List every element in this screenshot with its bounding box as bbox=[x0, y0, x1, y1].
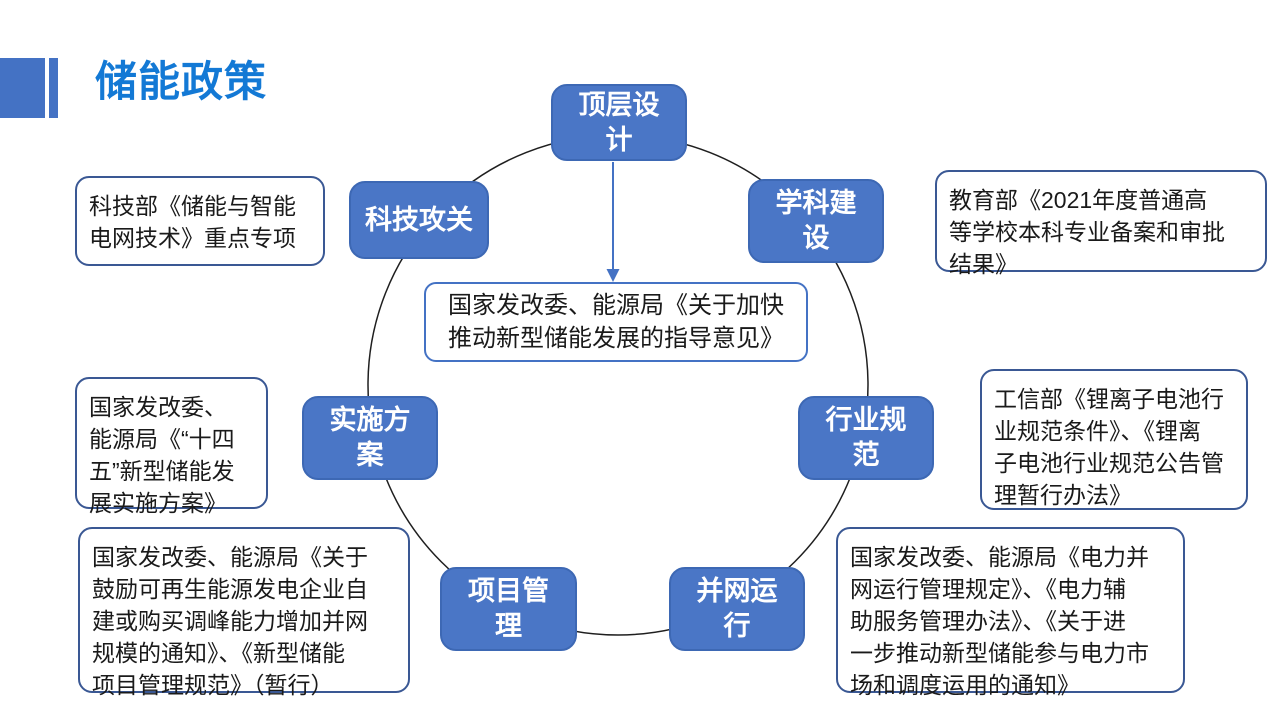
node-implementation: 实施方 案 bbox=[302, 396, 438, 480]
node-industry-standard: 行业规 范 bbox=[798, 396, 934, 480]
node-tech-research: 科技攻关 bbox=[349, 181, 489, 259]
accent-bar-decoration bbox=[49, 58, 58, 118]
callout-implementation: 国家发改委、 能源局《“十四 五”新型储能发 展实施方案》 bbox=[75, 377, 268, 516]
callout-grid-operation: 国家发改委、能源局《电力并 网运行管理规定》、《电力辅 助服务管理办法》、《关于… bbox=[836, 527, 1185, 698]
callout-industry-standard: 工信部《锂离子电池行 业规范条件》、《锂离 子电池行业规范公告管 理暂行办法》 bbox=[980, 369, 1248, 510]
callout-discipline-build: 教育部《2021年度普通高 等学校本科专业备案和审批 结果》 bbox=[935, 170, 1267, 277]
arrowhead-icon bbox=[606, 269, 620, 282]
node-project-management: 项目管 理 bbox=[440, 567, 577, 651]
node-grid-operation: 并网运 行 bbox=[669, 567, 805, 651]
callout-project-management: 国家发改委、能源局《关于 鼓励可再生能源发电企业自 建或购买调峰能力增加并网 规… bbox=[78, 527, 410, 698]
center-policy-note: 国家发改委、能源局《关于加快 推动新型储能发展的指导意见》 bbox=[424, 282, 808, 362]
node-top-level-design: 顶层设 计 bbox=[551, 84, 687, 161]
accent-square-decoration bbox=[0, 58, 45, 118]
page-title: 储能政策 bbox=[95, 58, 268, 105]
callout-tech-research: 科技部《储能与智能 电网技术》重点专项 bbox=[75, 176, 325, 266]
node-discipline-build: 学科建 设 bbox=[748, 179, 884, 263]
